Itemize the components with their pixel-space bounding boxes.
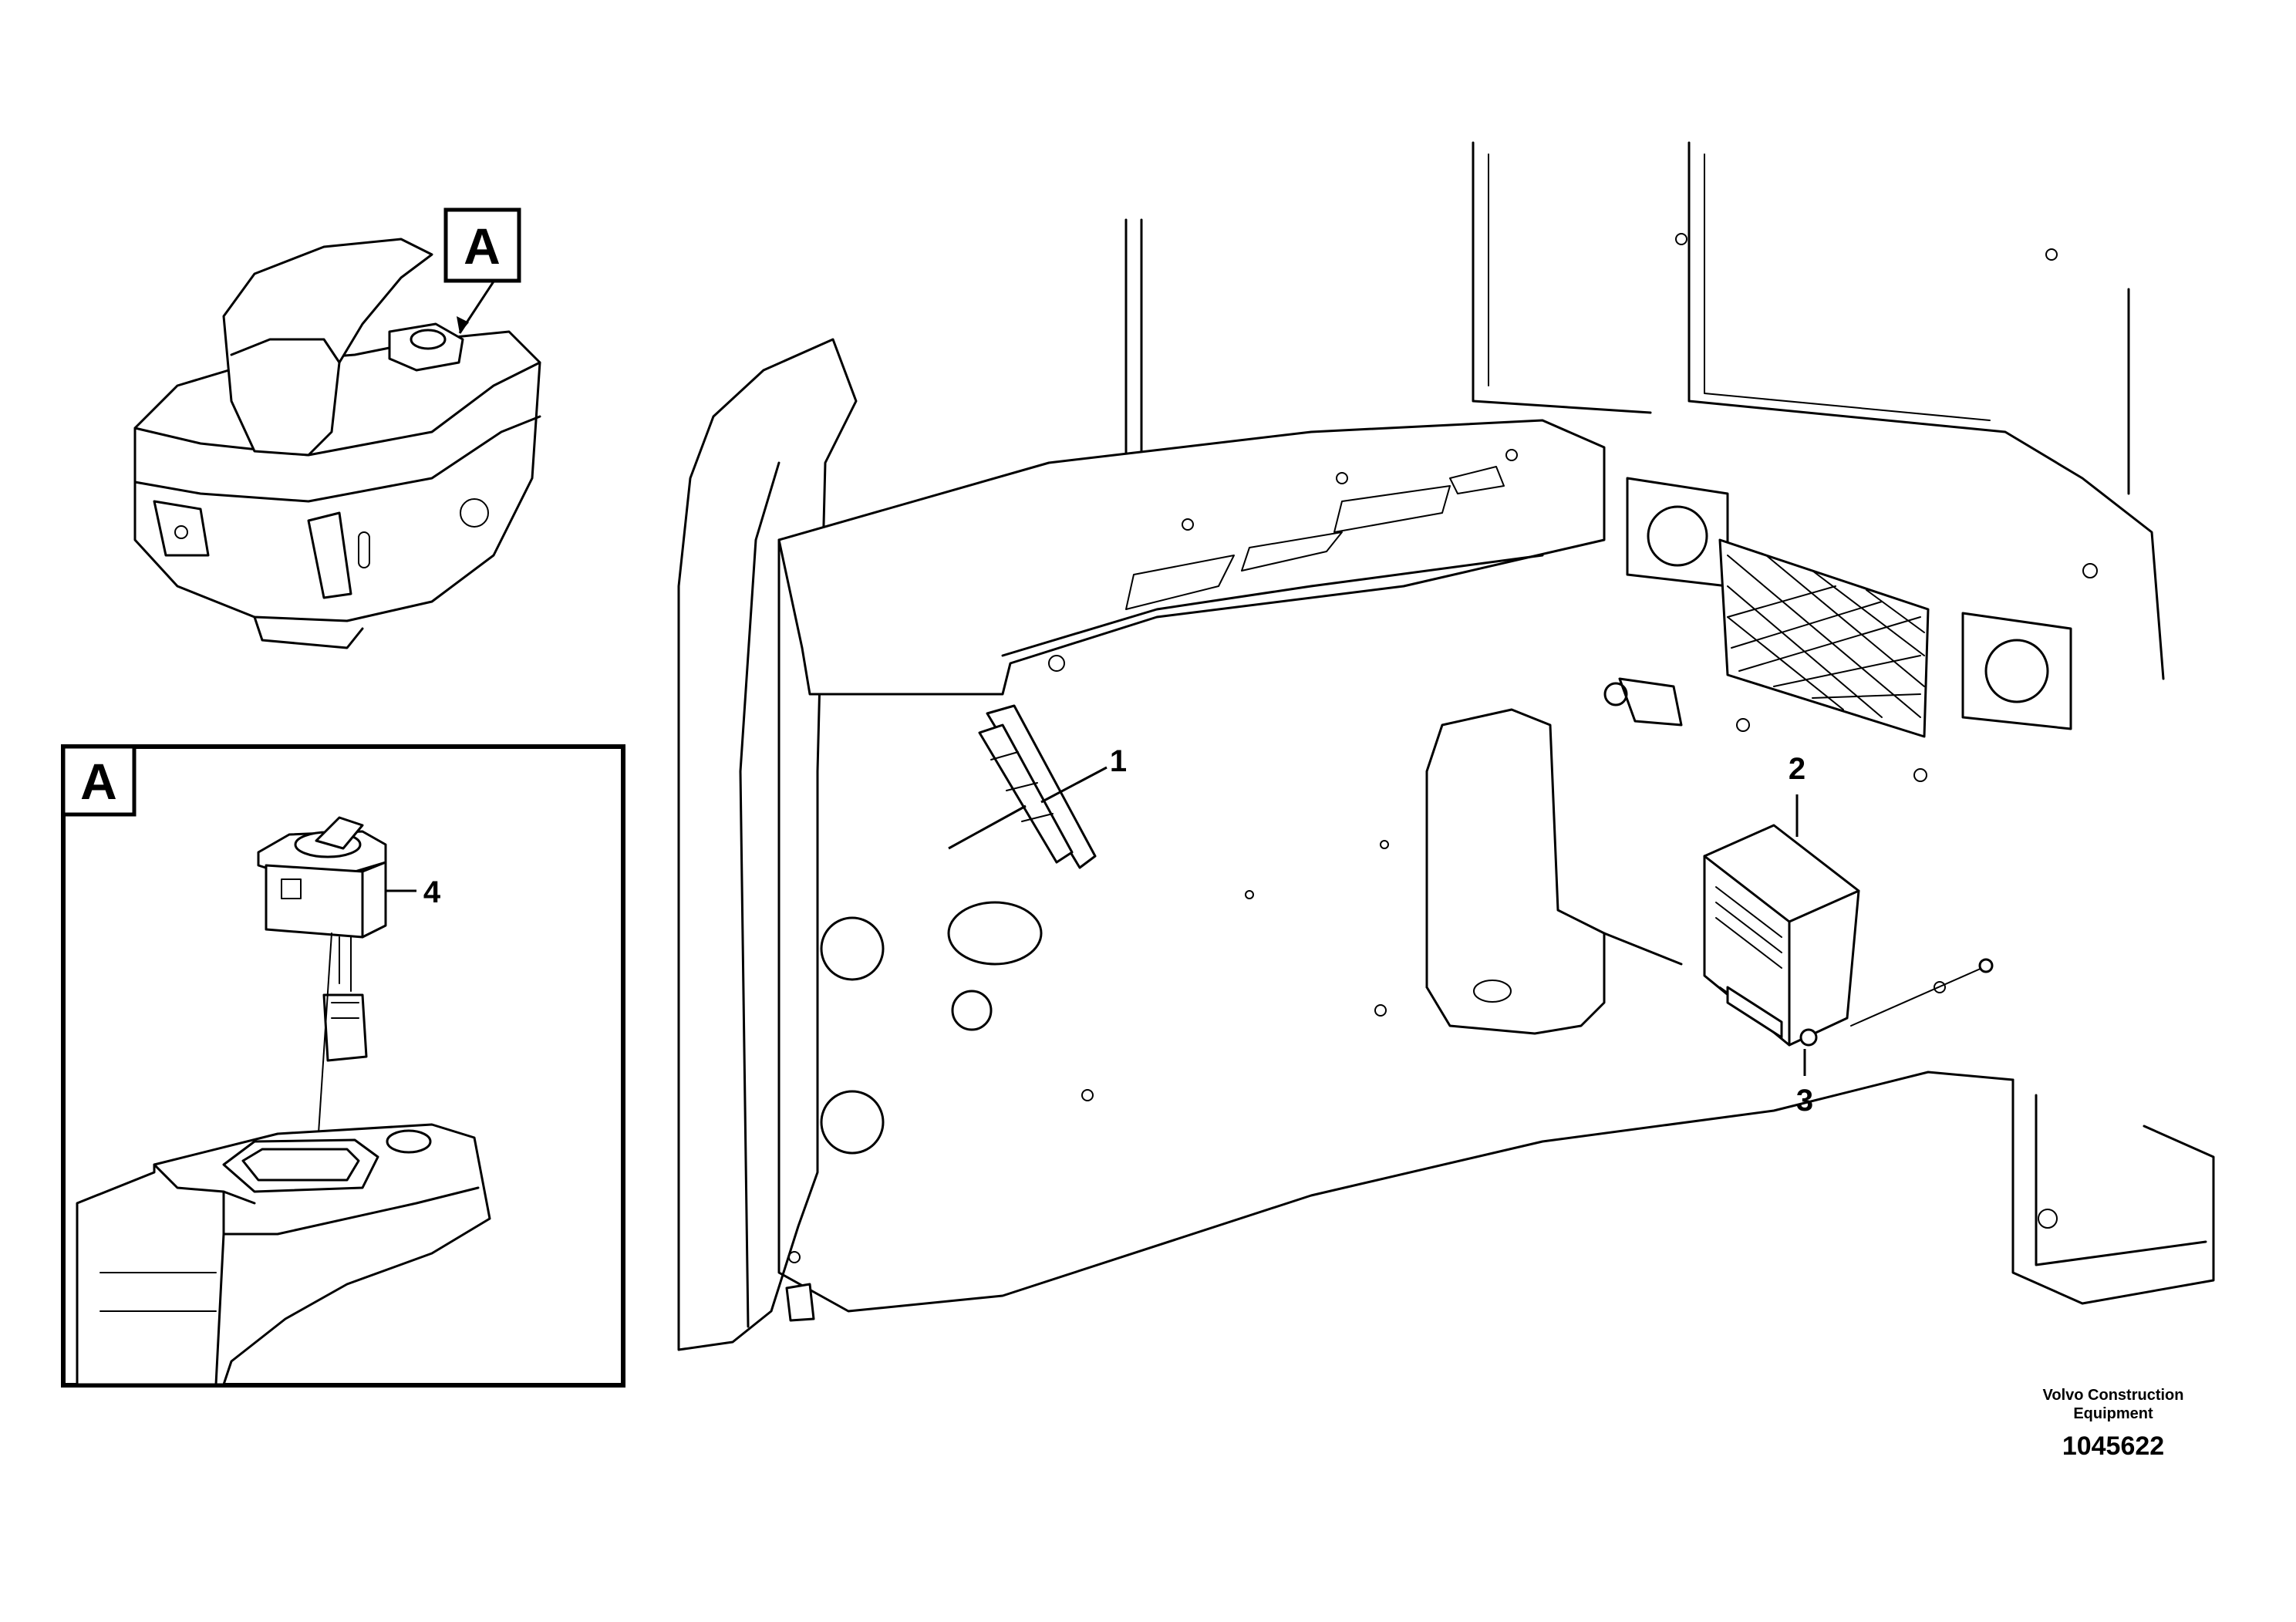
manufacturer-credit-line2: Equipment bbox=[2073, 1405, 2153, 1422]
console-detail bbox=[76, 1123, 491, 1386]
part-3-screw: 3 bbox=[1796, 958, 1994, 1118]
part-1-switch-panel: 1 bbox=[948, 704, 1127, 869]
net-pocket-mesh bbox=[1727, 555, 1925, 718]
console-overview bbox=[133, 238, 541, 649]
detail-a-frame: A bbox=[61, 744, 625, 1388]
part-number-2: 2 bbox=[1789, 752, 1805, 786]
manufacturer-credit-line1: Volvo Construction bbox=[2042, 1387, 2184, 1404]
fasteners bbox=[788, 233, 2098, 1263]
drawing-number: 1045622 bbox=[2062, 1431, 2165, 1461]
part-number-3: 3 bbox=[1796, 1084, 1813, 1118]
callout-a-label: A bbox=[464, 218, 501, 275]
callout-a-pointer: A bbox=[443, 207, 521, 283]
part-2-control-unit: 2 bbox=[1703, 752, 1860, 1047]
switch-connector bbox=[322, 993, 368, 1062]
part-number-4: 4 bbox=[423, 875, 441, 909]
cab-interior bbox=[677, 141, 2215, 1351]
part-number-1: 1 bbox=[1110, 744, 1127, 778]
rotary-switch bbox=[257, 816, 387, 992]
detail-a-label: A bbox=[80, 753, 117, 810]
